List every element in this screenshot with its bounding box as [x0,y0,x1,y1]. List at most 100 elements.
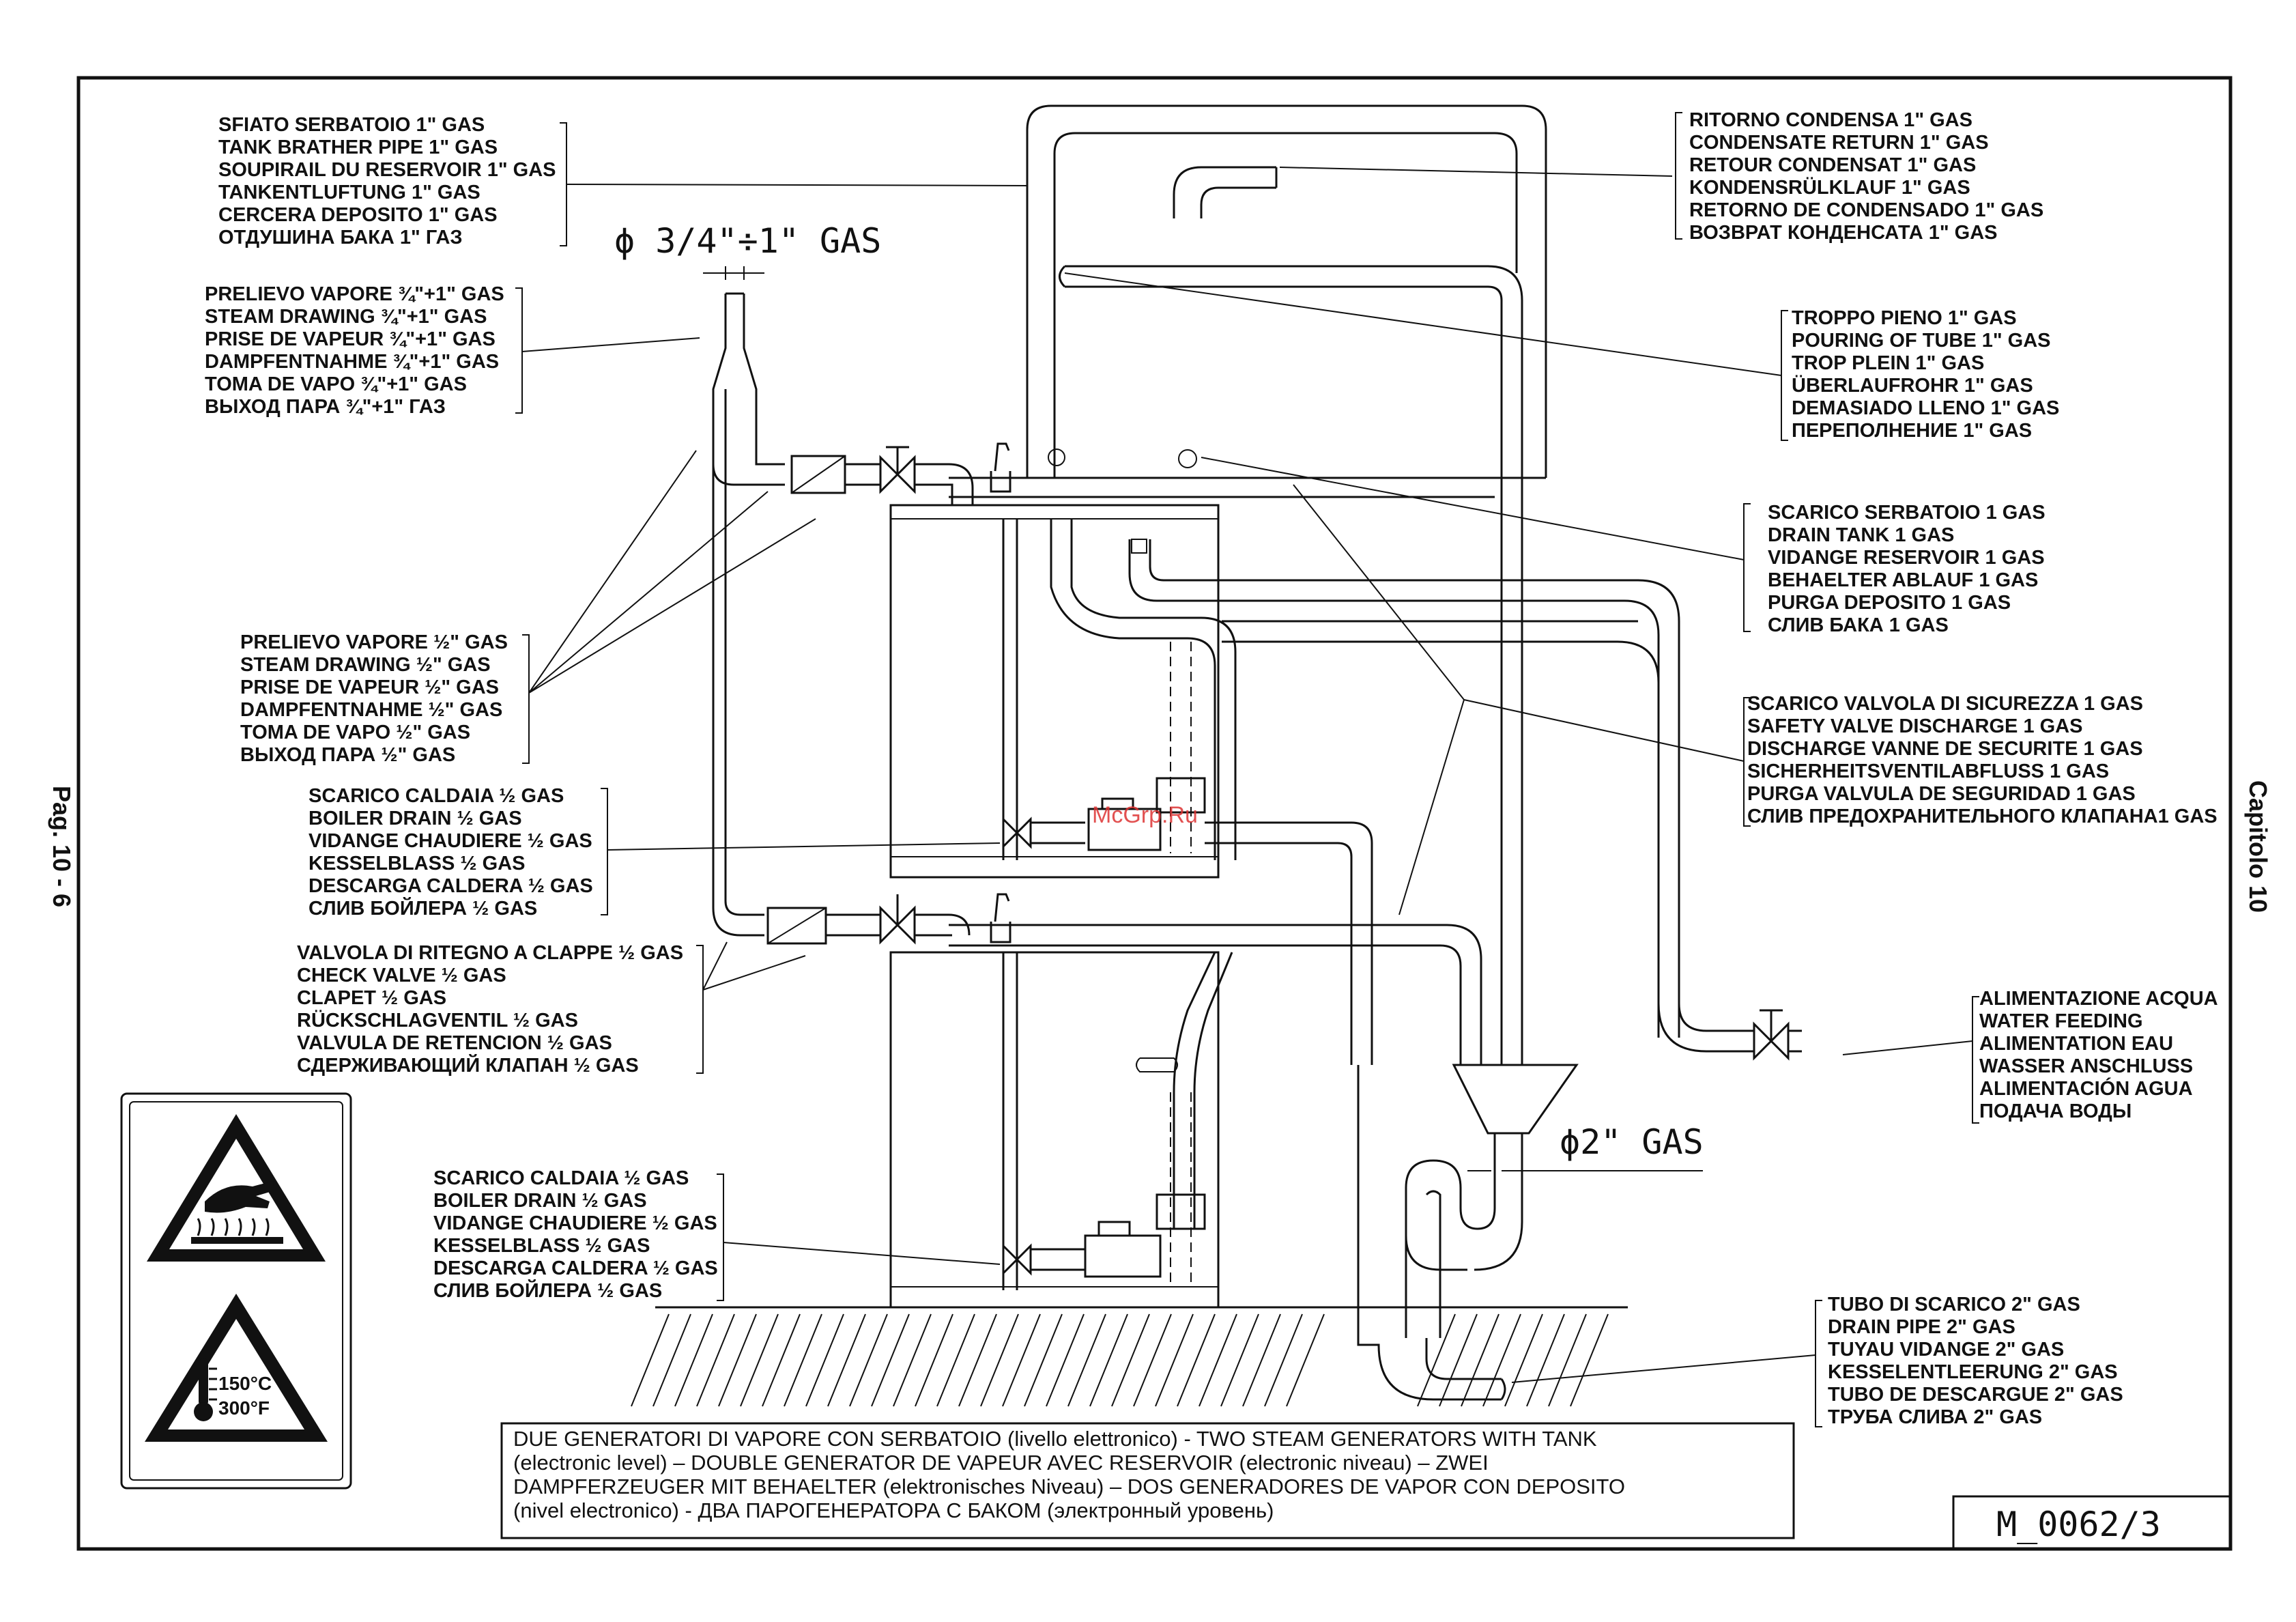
floor-hatch-line [827,1313,866,1407]
label-line: VIDANGE RESERVOIR 1 GAS [1768,547,2045,569]
hot-surface-icon [147,1114,326,1262]
label-drain-tank: SCARICO SERBATOIO 1 GAS DRAIN TANK 1 GAS… [1768,502,2046,636]
floor-hatch-line [1570,1313,1609,1407]
safety-valve-lower [990,893,1011,943]
caption-line: DAMPFERZEUGER MIT BEHAELTER (elektronisc… [513,1475,1625,1498]
drawing-code: M_0062/3 [1996,1505,2161,1544]
label-line: SFIATO SERBATOIO 1" GAS [218,114,485,136]
floor-hatch-line [1482,1313,1521,1407]
label-line: TOMA DE VAPO ¾"+1" GAS [205,373,467,395]
filter-upper [790,455,846,494]
floor-hatch-line [1504,1313,1543,1407]
label-line: CONDENSATE RETURN 1" GAS [1689,132,1989,154]
label-line: PURGA VALVULA DE SEGURIDAD 1 GAS [1747,783,2136,805]
steam-outlet-dimension: ϕ 3/4"÷1" GAS [614,221,881,261]
floor-hatch-line [1024,1313,1063,1407]
floor-hatch-line [871,1313,910,1407]
floor-hatch-line [1461,1313,1499,1407]
floor-hatch-line [740,1313,779,1407]
label-line: SICHERHEITSVENTILABFLUSS 1 GAS [1747,760,2109,782]
floor-hatch-line [1177,1313,1216,1407]
floor-hatch-line [958,1313,997,1407]
label-line: CHECK VALVE ½ GAS [297,965,506,986]
label-boiler-drain-upper: SCARICO CALDAIA ½ GAS BOILER DRAIN ½ GAS… [308,785,593,920]
label-line: RETORNO DE CONDENSADO 1" GAS [1689,199,2043,221]
label-line: TROPPO PIENO 1" GAS [1792,307,2017,329]
chapter-label: Capitolo 10 [2244,780,2272,913]
label-overflow: TROPPO PIENO 1" GAS POURING OF TUBE 1" G… [1792,307,2059,442]
label-line: СЛИВ БОЙЛЕРА ½ GAS [308,896,537,920]
floor-hatch-line [805,1313,844,1407]
label-line: VIDANGE CHAUDIERE ½ GAS [433,1212,717,1234]
label-line: DESCARGA CALDERA ½ GAS [433,1257,718,1279]
drain-funnel: ϕ2" GAS [1405,1064,1704,1338]
label-line: BOILER DRAIN ½ GAS [433,1190,647,1212]
label-line: СДЕРЖИВАЮЩИЙ КЛАПАН ½ GAS [297,1053,639,1077]
floor-hatch-line [1199,1313,1237,1407]
label-line: TUYAU VIDANGE 2" GAS [1828,1339,2064,1361]
upper-generator [889,504,1680,1065]
label-line: DRAIN TANK 1 GAS [1768,524,1954,546]
label-line: BEHAELTER ABLAUF 1 GAS [1768,569,2038,591]
label-line: TROP PLEIN 1" GAS [1792,352,1984,374]
thermometer-icon: 150°C 300°F [145,1294,328,1442]
lower-generator [889,951,1233,1309]
steam-outlet: ϕ 3/4"÷1" GAS [614,221,881,937]
label-steam-drawing-small: PRELIEVO VAPORE ½" GAS STEAM DRAWING ½" … [240,631,508,766]
label-line: SOUPIRAIL DU RESERVOIR 1" GAS [218,159,556,181]
valve-upper [879,446,916,494]
label-line: DISCHARGE VANNE DE SECURITE 1 GAS [1747,738,2143,760]
label-water-feeding: ALIMENTAZIONE ACQUA WATER FEEDING ALIMEN… [1979,988,2218,1122]
label-line: DAMPFENTNAHME ¾"+1" GAS [205,351,499,373]
lower-steam-line [766,893,1482,1065]
label-line: PRELIEVO VAPORE ¾"+1" GAS [205,283,504,305]
label-line: ALIMENTACIÓN AGUA [1979,1077,2193,1100]
drain-solenoid-upper [1156,777,1206,814]
label-line: PRELIEVO VAPORE ½" GAS [240,631,508,653]
label-line: VALVULA DE RETENCION ½ GAS [297,1032,612,1054]
label-steam-drawing-large: PRELIEVO VAPORE ¾"+1" GAS STEAM DRAWING … [205,283,504,418]
overflow-pipe [1059,265,1523,1065]
floor-hatch-line [784,1313,822,1407]
warning-panel: 150°C 300°F [120,1092,352,1490]
label-line: ВОЗВРАТ КОНДЕНСАТА 1" GAS [1689,222,1997,244]
floor-drain [1357,1065,1506,1401]
label-drain-pipe: TUBO DI SCARICO 2" GAS DRAIN PIPE 2" GAS… [1828,1294,2123,1428]
level-sensor [1048,449,1065,466]
label-line: СЛИВ ПРЕДОХРАНИТЕЛЬНОГО КЛАПАНА1 GAS [1747,806,2218,827]
label-line: ОТДУШИНА БАКА 1" ГАЗ [218,227,463,248]
label-line: SAFETY VALVE DISCHARGE 1 GAS [1747,715,2082,737]
floor-hatch-line [652,1313,691,1407]
water-feed-valve [1753,1009,1790,1061]
label-tank-breather: SFIATO SERBATOIO 1" GAS TANK BRATHER PIP… [218,114,556,248]
floor-hatch-line [762,1313,801,1407]
label-brackets [515,112,1979,1427]
label-line: SCARICO VALVOLA DI SICUREZZA 1 GAS [1747,693,2143,715]
label-line: STEAM DRAWING ½" GAS [240,654,491,676]
filter-lower [766,907,827,945]
floor-hatch-line [1220,1313,1259,1407]
floor-hatch-line [1439,1313,1478,1407]
label-line: KESSELBLASS ½ GAS [308,853,525,874]
tank [1026,104,1547,1065]
label-check-valve: VALVOLA DI RITEGNO A CLAPPE ½ GAS CHECK … [297,942,683,1077]
label-line: SCARICO SERBATOIO 1 GAS [1768,502,2046,524]
label-line: ПЕРЕПОЛНЕНИЕ 1" GAS [1792,420,2032,442]
label-line: ALIMENTAZIONE ACQUA [1979,988,2218,1010]
label-line: DAMPFENTNAHME ½" GAS [240,699,502,721]
floor-hatch-line [718,1313,757,1407]
label-line: CLAPET ½ GAS [297,987,446,1009]
condensate-return-pipe [1173,166,1278,218]
label-line: POURING OF TUBE 1" GAS [1792,330,2051,352]
check-valve-lower [879,894,916,945]
drain-solenoid-lower [1156,1193,1206,1230]
upper-steam-line [790,442,1495,505]
floor [631,1306,1628,1407]
drain-connection-dimension: ϕ2" GAS [1560,1122,1704,1162]
label-line: PURGA DEPOSITO 1 GAS [1768,592,2011,614]
label-line: СЛИВ БОЙЛЕРА ½ GAS [433,1279,662,1302]
floor-hatch-line [1002,1313,1041,1407]
label-line: PRISE DE VAPEUR ½" GAS [240,677,499,698]
water-feed [1222,620,1802,1061]
floor-hatch-line [1133,1313,1172,1407]
